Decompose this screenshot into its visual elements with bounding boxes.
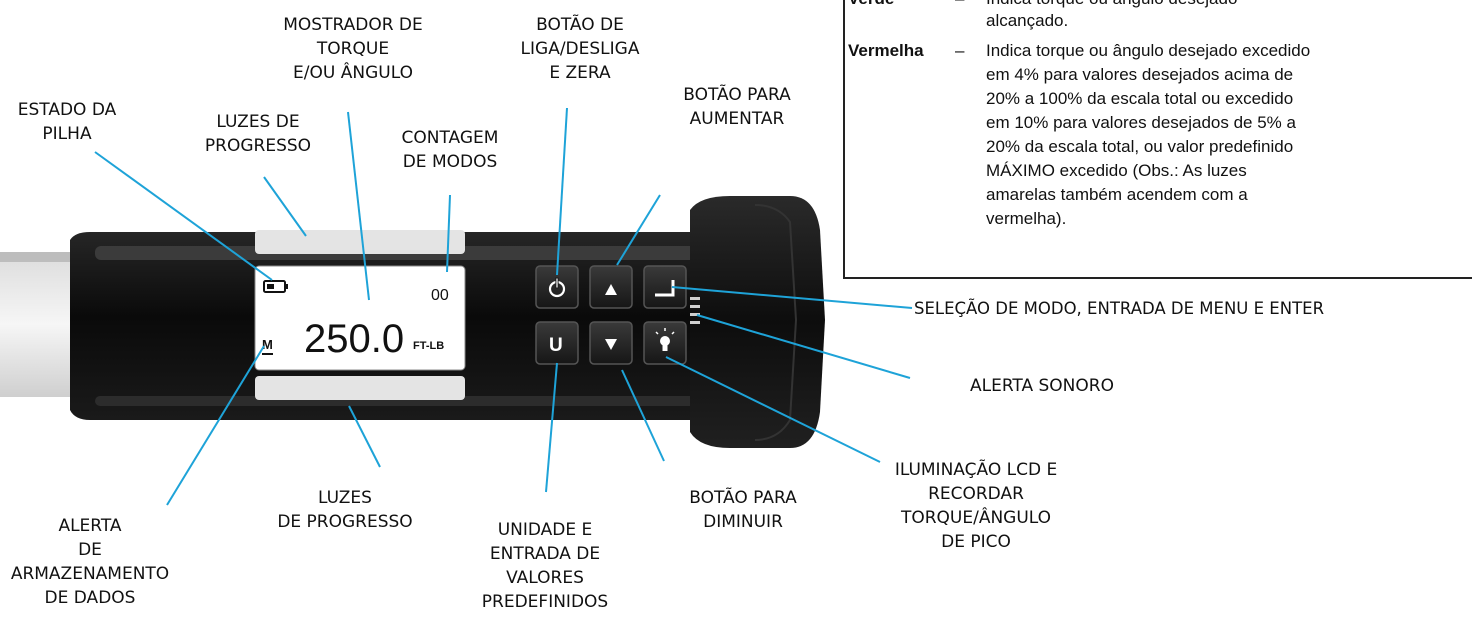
leader-diminuir [621,369,665,462]
leader-liga [556,107,568,276]
enter-icon [655,280,675,297]
buzzer-holes [690,297,700,324]
legend-vermelha-line: Indica torque ou ângulo desejado excedid… [986,41,1311,60]
unit-button[interactable]: U [535,321,579,365]
decrease-button[interactable] [589,321,633,365]
label-alerta-sonoro: ALERTA SONORO [970,376,1114,396]
label-selecao-modo: SELEÇÃO DE MODO, ENTRADA DE MENU E ENTER [914,299,1325,318]
wrench-shaft-shadow [0,252,90,262]
leader-aumentar [616,194,661,266]
legend-verde-line-1: Indica torque ou ângulo desejado [986,0,1237,10]
mode-count: 00 [431,287,449,304]
leader-sonoro [696,314,911,379]
memory-underline [262,353,273,355]
legend-verde-dash: – [955,0,964,10]
handle-end-ring [754,204,798,441]
unit-label: FT-LB [413,340,444,352]
increase-button[interactable] [589,265,633,309]
legend-vermelha-line: MÁXIMO excedido (Obs.: As luzes [986,161,1247,180]
leader-armazenamento [166,345,265,506]
leader-luzes-top [263,176,307,237]
battery-icon [263,280,288,293]
backlight-button[interactable] [643,321,687,365]
lcd-screen [254,265,466,371]
legend-vermelha-line: em 4% para valores desejados acima de [986,65,1294,84]
legend-vermelha-term: Vermelha [848,41,924,60]
unit-glyph: U [549,335,563,356]
leader-lines [94,107,913,506]
leader-selecao [671,286,913,309]
leader-unidade [545,362,558,493]
legend-vermelha-line: em 10% para valores desejados de 5% a [986,113,1296,132]
legend-box: Verde – Indica torque ou ângulo desejado… [843,0,1472,279]
legend-vermelha-line: 20% a 100% da escala total ou excedido [986,89,1294,108]
bulb-icon [655,328,675,351]
legend-vermelha-dash: – [955,41,965,60]
leader-iluminacao [665,356,881,463]
legend-verde-term: Verde [848,0,894,10]
handle-end-cap [690,196,825,448]
progress-light-top [255,230,465,254]
leader-estado-pilha [94,151,273,281]
legend-vermelha-line: 20% da escala total, ou valor predefinid… [986,137,1294,156]
memory-indicator: M [262,337,273,352]
leader-luzes-bottom [348,405,381,468]
triangle-up-icon [605,284,617,295]
progress-light-bottom [255,376,465,400]
legend-vermelha-line: amarelas também acendem com a [986,185,1248,204]
leader-mostrador [347,111,370,301]
legend-verde-line-2: alcançado. [986,11,1069,30]
triangle-down-icon [605,339,617,350]
handle-lower-highlight [95,396,735,406]
mode-enter-button[interactable] [643,265,687,309]
leader-contagem [446,194,451,273]
torque-value: 250.0 [304,317,404,361]
legend-vermelha-line: vermelha). [986,209,1067,228]
